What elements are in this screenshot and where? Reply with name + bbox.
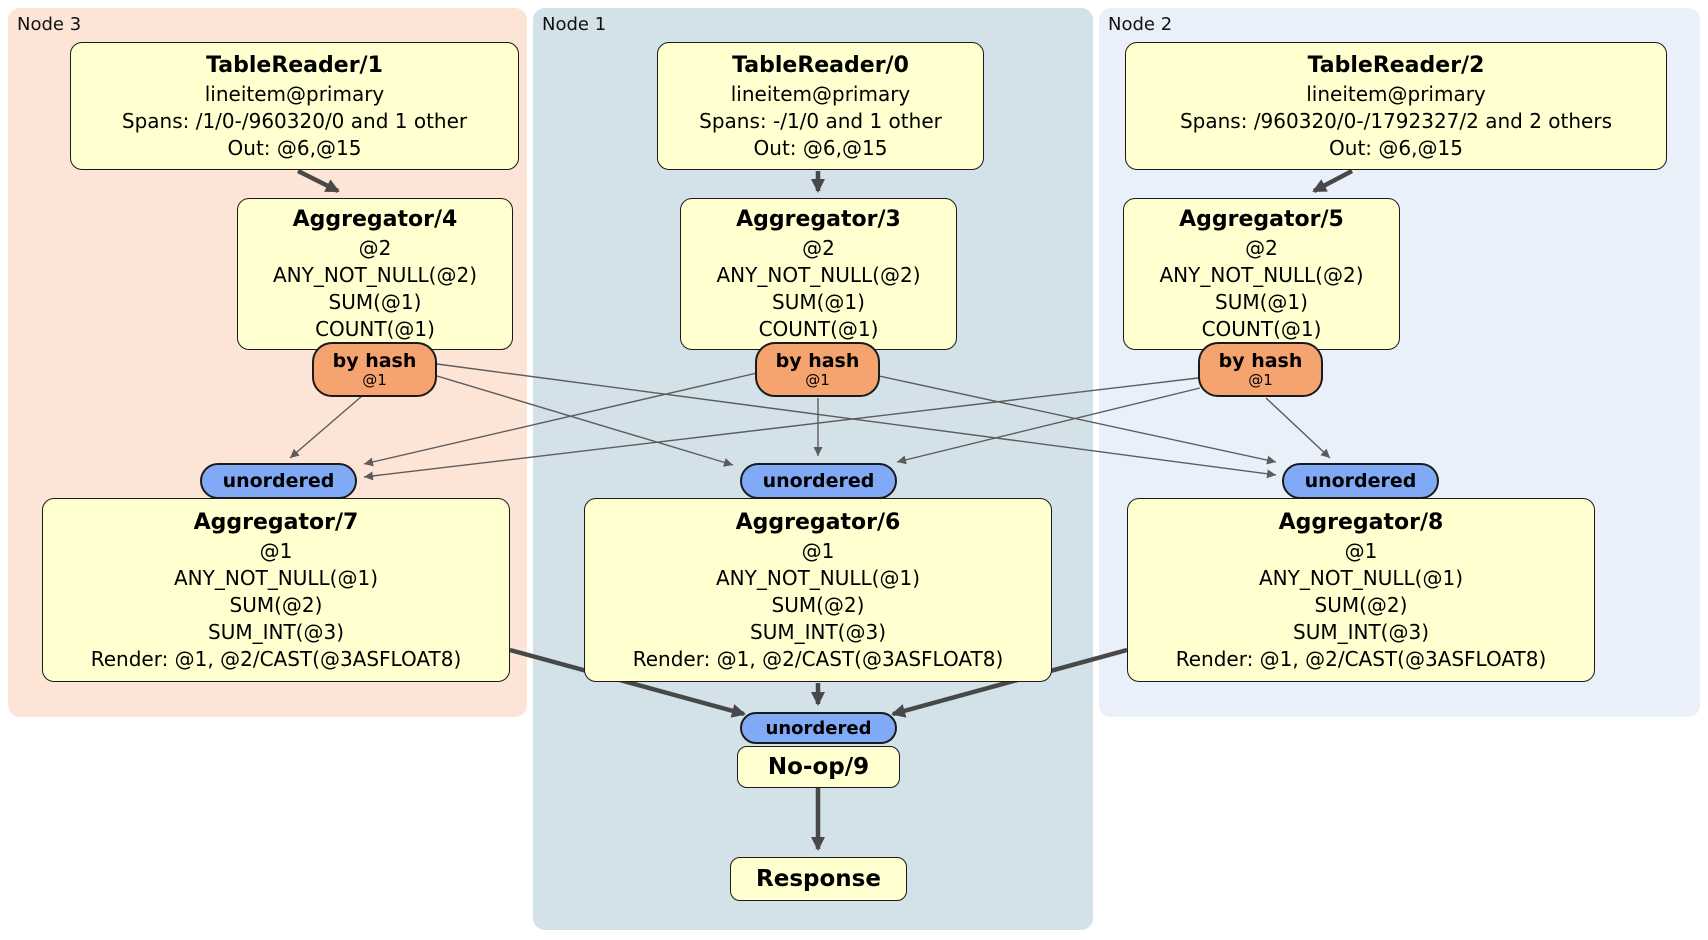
stream-unordered-7[interactable]: unordered: [200, 463, 357, 499]
stream-label: unordered: [762, 470, 875, 492]
processor-detail: SUM_INT(@3): [1293, 619, 1429, 644]
router-label: by hash: [775, 350, 860, 372]
stream-unordered-final[interactable]: unordered: [740, 712, 897, 744]
processor-detail: SUM(@1): [1215, 290, 1308, 314]
processor-detail: Render: @1, @2/CAST(@3ASFLOAT8): [90, 646, 462, 671]
processor-detail: SUM(@1): [772, 290, 865, 314]
stream-unordered-6[interactable]: unordered: [740, 463, 897, 499]
processor-detail: Out: @6,@15: [227, 135, 362, 160]
processor-detail: Out: @6,@15: [753, 135, 888, 160]
processor-title: TableReader/2: [1307, 52, 1485, 78]
processor-detail: COUNT(@1): [315, 317, 435, 341]
node-response[interactable]: Response: [730, 857, 907, 901]
stream-label: unordered: [1304, 470, 1417, 492]
processor-detail: lineitem@primary: [730, 81, 911, 106]
router-label: by hash: [332, 350, 417, 372]
processor-detail: @2: [358, 236, 392, 260]
stream-label: unordered: [222, 470, 335, 492]
processor-detail: SUM(@2): [771, 592, 865, 617]
router-by-hash-4[interactable]: by hash @1: [312, 342, 437, 397]
router-label: by hash: [1218, 350, 1303, 372]
processor-tablereader-1[interactable]: TableReader/1 lineitem@primary Spans: /1…: [70, 42, 519, 170]
processor-aggregator-5[interactable]: Aggregator/5 @2 ANY_NOT_NULL(@2) SUM(@1)…: [1123, 198, 1400, 350]
processor-detail: SUM_INT(@3): [208, 619, 344, 644]
stream-label: unordered: [765, 717, 872, 739]
processor-title: Aggregator/5: [1179, 207, 1344, 232]
processor-detail: @1: [1344, 538, 1378, 563]
processor-detail: COUNT(@1): [758, 317, 879, 341]
processor-detail: ANY_NOT_NULL(@1): [174, 565, 378, 590]
processor-tablereader-2[interactable]: TableReader/2 lineitem@primary Spans: /9…: [1125, 42, 1667, 170]
processor-tablereader-0[interactable]: TableReader/0 lineitem@primary Spans: -/…: [657, 42, 984, 170]
processor-aggregator-6[interactable]: Aggregator/6 @1 ANY_NOT_NULL(@1) SUM(@2)…: [584, 498, 1052, 682]
processor-detail: Spans: -/1/0 and 1 other: [699, 108, 942, 133]
processor-detail: SUM(@2): [229, 592, 323, 617]
processor-aggregator-7[interactable]: Aggregator/7 @1 ANY_NOT_NULL(@1) SUM(@2)…: [42, 498, 510, 682]
processor-detail: Render: @1, @2/CAST(@3ASFLOAT8): [632, 646, 1004, 671]
processor-title: Aggregator/7: [193, 509, 359, 535]
processor-detail: @1: [259, 538, 293, 563]
processor-title: TableReader/1: [206, 52, 383, 78]
processor-detail: lineitem@primary: [1306, 81, 1486, 106]
processor-detail: Render: @1, @2/CAST(@3ASFLOAT8): [1175, 646, 1547, 671]
region-node1-label: Node 1: [542, 14, 607, 35]
processor-detail: @2: [802, 236, 835, 260]
processor-detail: lineitem@primary: [204, 81, 385, 106]
processor-aggregator-4[interactable]: Aggregator/4 @2 ANY_NOT_NULL(@2) SUM(@1)…: [237, 198, 513, 350]
processor-aggregator-3[interactable]: Aggregator/3 @2 ANY_NOT_NULL(@2) SUM(@1)…: [680, 198, 957, 350]
processor-title: Response: [756, 866, 881, 892]
processor-title: Aggregator/3: [736, 207, 901, 232]
processor-detail: SUM(@2): [1314, 592, 1408, 617]
processor-detail: ANY_NOT_NULL(@1): [1259, 565, 1463, 590]
region-node2-label: Node 2: [1108, 14, 1173, 35]
processor-detail: @1: [801, 538, 835, 563]
processor-detail: SUM_INT(@3): [750, 619, 886, 644]
processor-title: Aggregator/4: [292, 207, 458, 232]
processor-title: Aggregator/8: [1278, 509, 1444, 535]
processor-detail: Spans: /960320/0-/1792327/2 and 2 others: [1179, 108, 1612, 133]
processor-noop-9[interactable]: No-op/9: [737, 746, 900, 788]
router-key: @1: [1248, 371, 1273, 389]
router-key: @1: [362, 371, 387, 389]
processor-detail: ANY_NOT_NULL(@2): [716, 263, 921, 287]
processor-aggregator-8[interactable]: Aggregator/8 @1 ANY_NOT_NULL(@1) SUM(@2)…: [1127, 498, 1595, 682]
router-key: @1: [805, 371, 830, 389]
processor-detail: @2: [1245, 236, 1278, 260]
router-by-hash-3[interactable]: by hash @1: [755, 342, 880, 397]
processor-title: No-op/9: [767, 754, 870, 780]
processor-detail: ANY_NOT_NULL(@1): [716, 565, 920, 590]
region-node3-label: Node 3: [17, 14, 82, 35]
processor-detail: ANY_NOT_NULL(@2): [1159, 263, 1364, 287]
processor-detail: ANY_NOT_NULL(@2): [273, 263, 477, 287]
processor-detail: Out: @6,@15: [1329, 135, 1463, 160]
stream-unordered-8[interactable]: unordered: [1282, 463, 1439, 499]
processor-detail: COUNT(@1): [1201, 317, 1322, 341]
processor-title: Aggregator/6: [735, 509, 901, 535]
processor-detail: Spans: /1/0-/960320/0 and 1 other: [121, 108, 468, 133]
router-by-hash-5[interactable]: by hash @1: [1198, 342, 1323, 397]
processor-detail: SUM(@1): [328, 290, 422, 314]
processor-title: TableReader/0: [732, 52, 909, 78]
